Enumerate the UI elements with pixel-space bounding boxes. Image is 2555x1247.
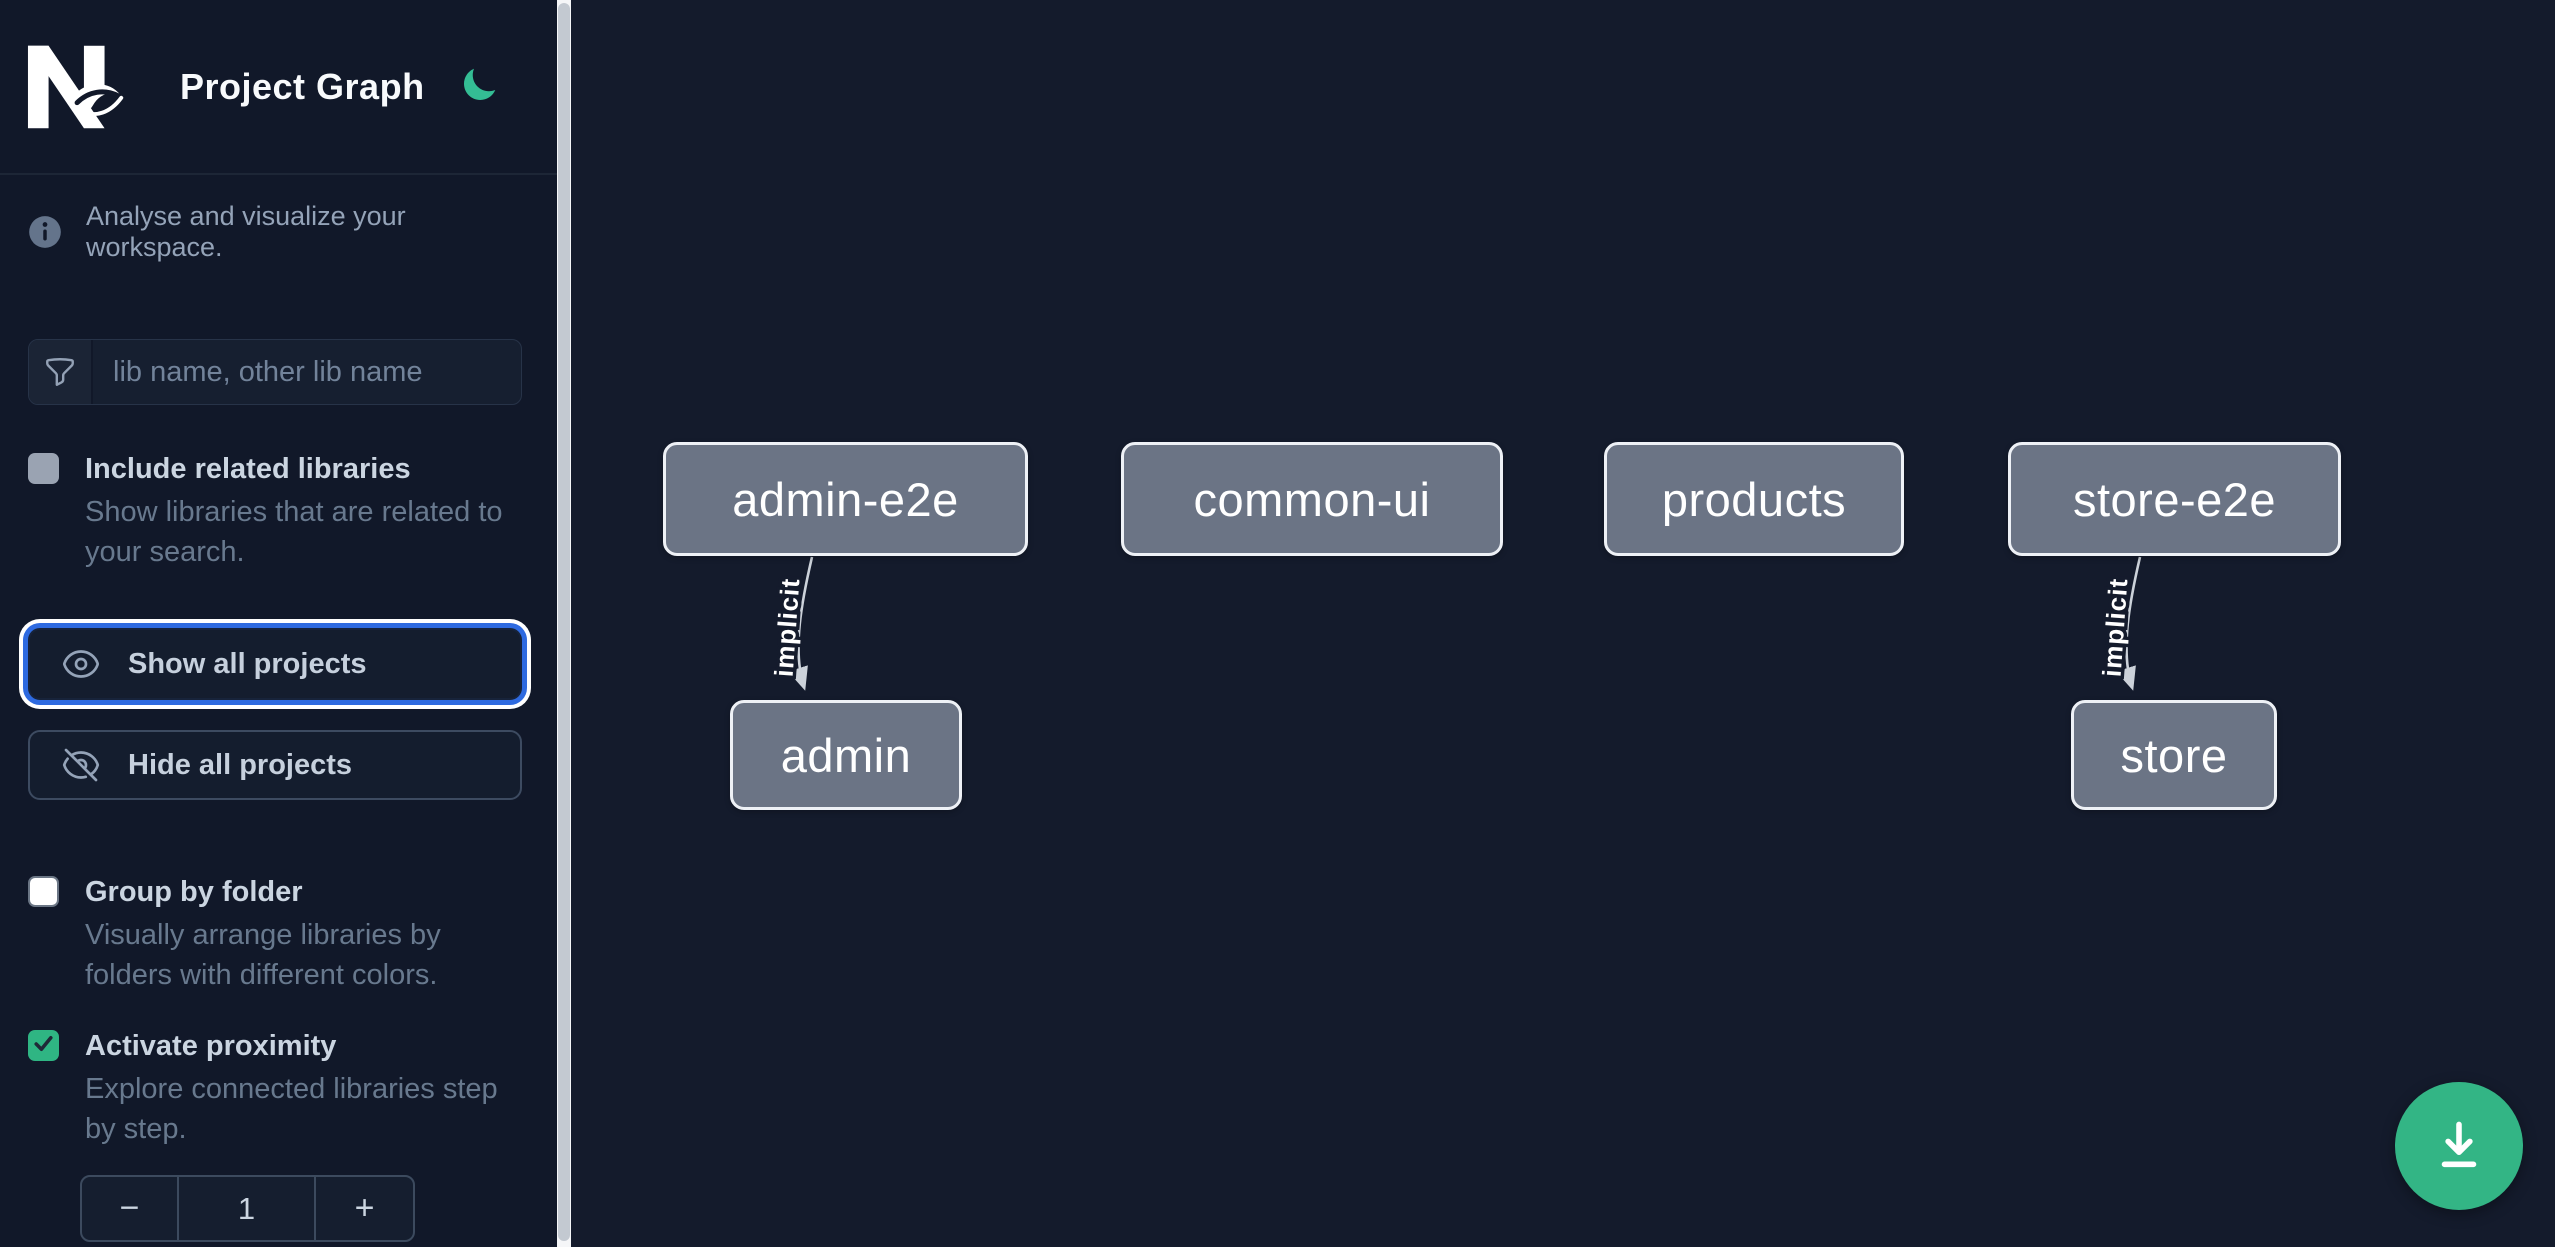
moon-icon <box>459 65 499 108</box>
activate-proximity-label: Activate proximity <box>85 1030 337 1062</box>
sidebar-scrollbar <box>557 0 571 1247</box>
theme-toggle-button[interactable] <box>457 65 501 109</box>
show-all-projects-button[interactable]: Show all projects <box>28 628 522 700</box>
eye-slash-icon <box>60 744 102 786</box>
filter-input[interactable] <box>93 340 521 404</box>
group-by-folder-description: Visually arrange libraries by folders wi… <box>85 919 441 991</box>
edge-store-e2e-to-store: implicit <box>2093 556 2142 691</box>
group-by-folder-label: Group by folder <box>85 876 303 908</box>
eye-icon <box>60 643 102 685</box>
nx-logo <box>26 43 134 131</box>
graph-canvas[interactable]: implicit implicit admin-e2e common-ui pr… <box>571 0 2555 1247</box>
show-all-projects-label: Show all projects <box>128 647 367 680</box>
checkmark-icon <box>31 1031 56 1061</box>
project-node-store-e2e[interactable]: store-e2e <box>2008 442 2341 556</box>
project-node-common-ui[interactable]: common-ui <box>1121 442 1503 556</box>
page-title: Project Graph <box>180 65 425 107</box>
intro-row: Analyse and visualize your workspace. <box>0 201 557 263</box>
increment-button[interactable]: + <box>314 1177 413 1240</box>
decrement-button[interactable]: − <box>82 1177 179 1240</box>
funnel-icon <box>29 340 93 404</box>
project-node-admin-e2e[interactable]: admin-e2e <box>663 442 1028 556</box>
project-node-store[interactable]: store <box>2071 700 2277 810</box>
include-related-description: Show libraries that are related to your … <box>85 496 503 568</box>
option-include-related-libraries: Include related libraries Show libraries… <box>0 449 557 572</box>
option-group-by-folder: Group by folder Visually arrange librari… <box>0 872 557 995</box>
download-graph-button[interactable] <box>2395 1082 2523 1210</box>
project-node-admin[interactable]: admin <box>730 700 962 810</box>
include-related-label: Include related libraries <box>85 453 411 485</box>
include-related-checkbox[interactable] <box>28 453 59 484</box>
edge-admin-e2e-to-admin: implicit <box>765 556 814 691</box>
activate-proximity-checkbox[interactable] <box>28 1030 59 1061</box>
activate-proximity-description: Explore connected libraries step by step… <box>85 1073 498 1145</box>
info-icon <box>26 213 64 251</box>
group-by-folder-checkbox[interactable] <box>28 876 59 907</box>
sidebar-scrollbar-thumb[interactable] <box>558 3 570 1241</box>
hide-all-projects-label: Hide all projects <box>128 748 353 781</box>
option-activate-proximity: Activate proximity Explore connected lib… <box>0 1026 557 1149</box>
intro-text: Analyse and visualize your workspace. <box>86 201 406 262</box>
project-node-products[interactable]: products <box>1604 442 1904 556</box>
download-icon <box>2430 1116 2488 1177</box>
sidebar-header: Project Graph <box>0 0 557 175</box>
hide-all-projects-button[interactable]: Hide all projects <box>28 730 522 800</box>
sidebar: Project Graph Analyse and visualize your… <box>0 0 557 1247</box>
proximity-depth-value: 1 <box>237 1190 256 1226</box>
graph-edges-layer: implicit implicit <box>765 556 2142 691</box>
filter-bar <box>28 339 522 405</box>
proximity-depth-stepper: − 1 + <box>80 1175 415 1242</box>
